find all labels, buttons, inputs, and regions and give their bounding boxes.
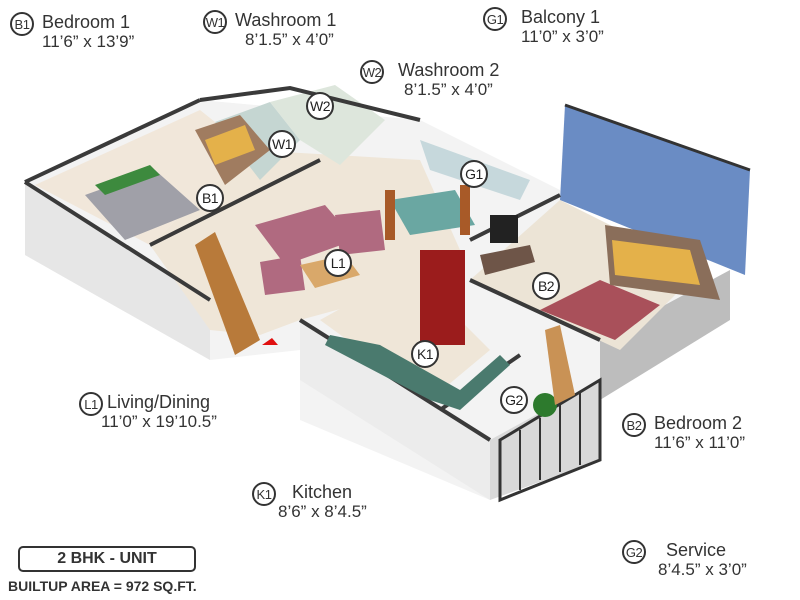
plan-marker-l1: L1 bbox=[324, 249, 352, 277]
room-dimension: 11’6” x 11’0” bbox=[654, 433, 746, 452]
legend-kitchen: K1 Kitchen 8’6” x 8’4.5” bbox=[252, 482, 367, 522]
legend-service: G2 Service 8’4.5” x 3’0” bbox=[622, 540, 747, 580]
plan-marker-g1: G1 bbox=[460, 160, 488, 188]
legend-bedroom-2: B2 Bedroom 2 11’6” x 11’0” bbox=[622, 413, 745, 453]
legend-marker-g1: G1 bbox=[483, 7, 507, 31]
legend-bedroom-1: B1 Bedroom 1 11’6” x 13’9” bbox=[10, 12, 134, 52]
legend-balcony-1: G1 Balcony 1 11’0” x 3’0” bbox=[483, 7, 604, 47]
plan-marker-g2: G2 bbox=[500, 386, 528, 414]
room-name: Kitchen bbox=[292, 482, 353, 502]
legend-marker-l1: L1 bbox=[79, 392, 103, 416]
room-dimension: 11’6” x 13’9” bbox=[42, 32, 135, 51]
room-dimension: 8’6” x 8’4.5” bbox=[278, 502, 367, 521]
legend-marker-k1: K1 bbox=[252, 482, 276, 506]
room-dimension: 8’4.5” x 3’0” bbox=[658, 560, 747, 579]
fridge bbox=[420, 250, 465, 345]
kitchen-floor bbox=[320, 270, 490, 400]
entry-arrow bbox=[262, 338, 278, 345]
room-name: Living/Dining bbox=[107, 392, 211, 412]
legend-marker-b2: B2 bbox=[622, 413, 646, 437]
room-name: Washroom 2 bbox=[398, 60, 500, 80]
plan-marker-k1: K1 bbox=[411, 340, 439, 368]
legend-marker-b1: B1 bbox=[10, 12, 34, 36]
room-name: Washroom 1 bbox=[235, 10, 337, 30]
room-dimension: 8’1.5” x 4’0” bbox=[404, 80, 493, 99]
builtup-area: BUILTUP AREA = 972 SQ.FT. bbox=[8, 578, 197, 594]
plan-marker-b2: B2 bbox=[532, 272, 560, 300]
legend-living-dining: L1 Living/Dining 11’0” x 19’10.5” bbox=[79, 392, 217, 432]
unit-type-badge: 2 BHK - UNIT bbox=[18, 546, 196, 572]
room-name: Balcony 1 bbox=[521, 7, 601, 27]
room-name: Service bbox=[666, 540, 727, 560]
plan-marker-b1: B1 bbox=[196, 184, 224, 212]
accent-wall bbox=[560, 105, 750, 275]
room-dimension: 11’0” x 3’0” bbox=[521, 27, 604, 46]
legend-washroom-2: W2 Washroom 2 8’1.5” x 4’0” bbox=[360, 60, 499, 100]
room-name: Bedroom 1 bbox=[42, 12, 131, 32]
plan-marker-w2: W2 bbox=[306, 92, 334, 120]
room-name: Bedroom 2 bbox=[654, 413, 743, 433]
legend-marker-g2: G2 bbox=[622, 540, 646, 564]
plan-marker-w1: W1 bbox=[268, 130, 296, 158]
room-dimension: 11’0” x 19’10.5” bbox=[101, 412, 217, 431]
legend-washroom-1: W1 Washroom 1 8’1.5” x 4’0” bbox=[203, 10, 336, 50]
room-dimension: 8’1.5” x 4’0” bbox=[245, 30, 334, 49]
legend-marker-w1: W1 bbox=[203, 10, 227, 34]
legend-marker-w2: W2 bbox=[360, 60, 384, 84]
